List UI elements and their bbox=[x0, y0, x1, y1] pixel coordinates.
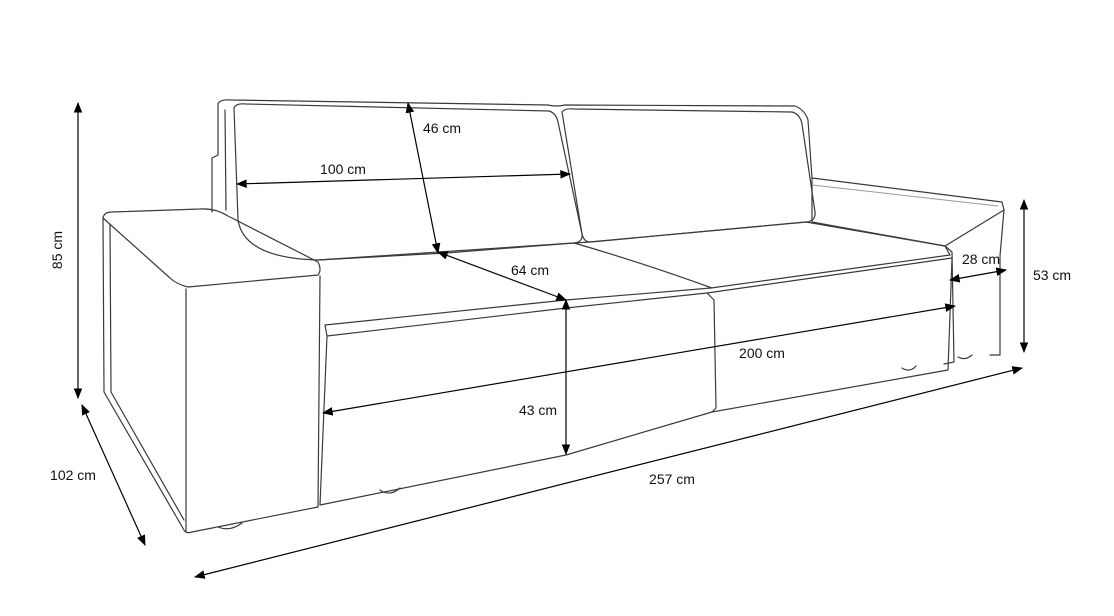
label-backrest-height: 46 cm bbox=[423, 120, 461, 136]
dimension-labels: 85 cm 102 cm 257 cm 200 cm 100 cm 46 cm … bbox=[49, 120, 1071, 487]
label-armrest-width: 28 cm bbox=[962, 251, 1000, 267]
foot-right-front bbox=[901, 365, 917, 371]
label-backrest-width: 100 cm bbox=[320, 161, 366, 177]
seat-front bbox=[319, 257, 953, 506]
sofa-outline bbox=[102, 99, 1005, 534]
armrest-right bbox=[811, 177, 1005, 365]
dim-line-armrest-width bbox=[948, 267, 1008, 283]
label-height-total: 85 cm bbox=[49, 231, 65, 269]
seat-cushions bbox=[317, 221, 951, 326]
label-depth-total: 102 cm bbox=[50, 467, 96, 483]
foot-right-back bbox=[957, 354, 973, 360]
label-width-total: 257 cm bbox=[649, 471, 695, 487]
armrest-left bbox=[102, 208, 321, 288]
dim-line-depth-total bbox=[81, 404, 146, 546]
back-frame bbox=[217, 99, 1005, 211]
label-seat-width: 200 cm bbox=[739, 345, 785, 361]
dimension-lines bbox=[73, 101, 1029, 579]
label-armrest-height: 53 cm bbox=[1033, 267, 1071, 283]
dim-line-backrest-width bbox=[235, 169, 572, 189]
dim-line-backrest-height bbox=[405, 101, 441, 255]
back-cushion-left bbox=[233, 103, 583, 261]
back-cushion-right bbox=[561, 108, 816, 243]
dim-line-seat-width bbox=[321, 303, 957, 416]
label-seat-depth: 64 cm bbox=[511, 262, 549, 278]
dim-line-seat-depth bbox=[436, 251, 568, 301]
label-seat-height: 43 cm bbox=[519, 402, 557, 418]
